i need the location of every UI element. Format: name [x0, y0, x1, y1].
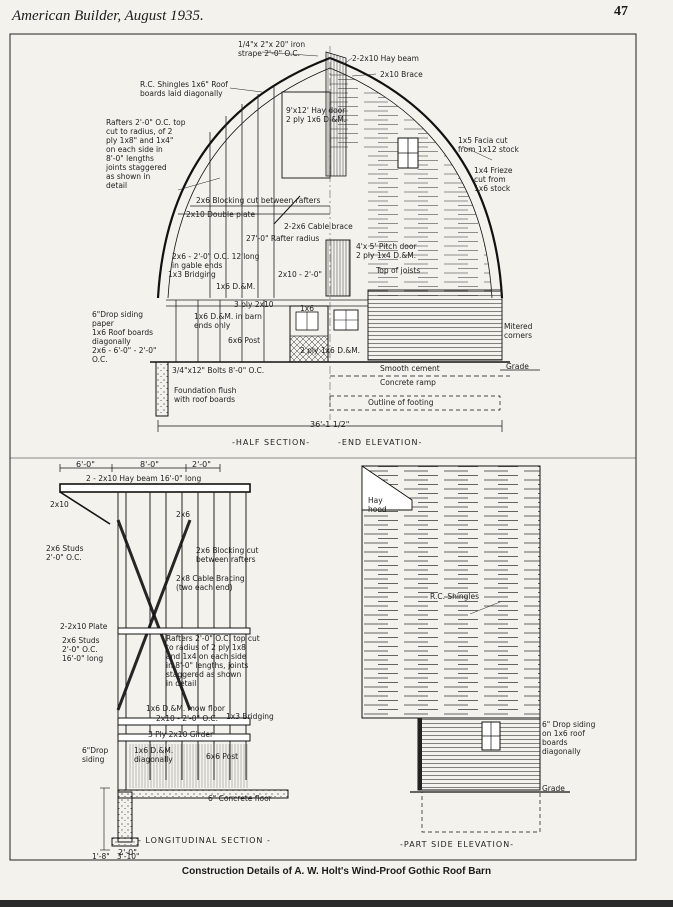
dim-eight-ft: 8'-0" [140, 460, 159, 469]
sheet-border [9, 33, 637, 861]
note-double-plate: 2x10 Double plate [186, 210, 256, 219]
note-three-ply: 3 ply 2x10 [234, 300, 274, 309]
note-gable-ends: 2x6 - 2'-0" O.C. 12'long in gable ends [172, 252, 260, 270]
end-elevation-drawing [150, 46, 540, 432]
note-cable-bracing: 2x8 Cable Bracing (two each end) [176, 574, 245, 592]
note-hay-hood: Hay hood [368, 496, 387, 514]
note-barn-ends: 1x6 D.&M. in barn ends only [194, 312, 262, 330]
note-rc-shingles: R.C. Shingles 1x6" Roof boards laid diag… [140, 80, 228, 98]
longitudinal-section-drawing [59, 464, 289, 851]
note-cable-brace: 2-2x6 Cable brace [284, 222, 353, 231]
note-pitch-door: 4'x 5' Pitch door 2 ply 1x4 D.&M. [356, 242, 417, 260]
page-number: 47 [614, 4, 628, 19]
title-part-side-elevation: -PART SIDE ELEVATION- [400, 840, 515, 849]
note-post: 6x6 Post [228, 336, 261, 345]
note-grade: Grade [506, 362, 529, 371]
note-frieze: 1x4 Frieze cut from 1x6 stock [474, 166, 513, 193]
note-mitered-corners: Mitered corners [504, 322, 533, 340]
note-side-drop-siding: 6" Drop siding on 1x6 roof boards diagon… [542, 720, 596, 756]
note-blocking: 2x6 Blocking cut between rafters [196, 196, 321, 205]
note-side-grade: Grade [542, 784, 565, 793]
note-vertical-dims: 1'-8" 3'-10" [92, 852, 140, 861]
note-long-joists: 2x10 - 2'-0" O.C. [156, 714, 218, 723]
note-hay-beam: 2-2x10 Hay beam [352, 54, 419, 63]
note-top-of-joists: Top of joists [376, 266, 421, 275]
note-foundation: Foundation flush with roof boards [174, 386, 237, 404]
note-mow-floor: 1x6 D.&M. mow floor [146, 704, 226, 713]
note-long-post: 6x6 Post [206, 752, 239, 761]
title-end-elevation: -END ELEVATION- [338, 438, 423, 447]
running-head: American Builder, August 1935. [12, 8, 204, 24]
note-plate: 2-2x10 Plate [60, 622, 108, 631]
note-two-ply: 2 ply 1x6 D.&M. [300, 346, 361, 355]
dim-two-ft: 2'-0" [192, 460, 211, 469]
note-side-rc-shingles: R.C. Shingles [430, 592, 480, 601]
dim-footing-width: 2'-0" [118, 848, 137, 857]
note-long-drop-siding: 6"Drop siding [82, 746, 109, 764]
title-longitudinal-section: - LONGITUDINAL SECTION - [138, 836, 271, 845]
note-long-rafters: Rafters 2'-0" O.C. top cut to radius of … [166, 634, 260, 688]
note-iron-strape: 1/4"x 2"x 20" iron strape 2'-0" O.C. [238, 40, 306, 58]
note-two-by-ten: 2x10 [50, 500, 69, 509]
dim-six-ft: 6'-0" [76, 460, 95, 469]
note-facia: 1x5 Facia cut from 1x12 stock [458, 136, 519, 154]
note-bridging: 1x3 Bridging [168, 270, 216, 279]
note-concrete-floor: 6" Concrete floor [208, 794, 272, 803]
note-two-by-six: 2x6 [176, 510, 190, 519]
note-dm: 1x6 D.&M. [216, 282, 256, 291]
note-rafters: Rafters 2'-0" O.C. top cut to radius, of… [106, 118, 186, 190]
note-long-bridging: 1x3 Bridging [226, 712, 274, 721]
dim-overall-width: 36'-1 1/2" [310, 420, 350, 429]
note-studs-long: 2x6 Studs 2'-0" O.C. 16'-0" long [62, 636, 104, 663]
note-smooth-cement: Smooth cement [380, 364, 440, 373]
note-rafter-radius: 27'-0" Rafter radius [246, 234, 320, 243]
note-long-hay-beam: 2 - 2x10 Hay beam 16'-0" long [86, 474, 202, 483]
note-drop-siding: 6"Drop siding paper 1x6 Roof boards diag… [92, 310, 157, 364]
note-concrete-ramp: Concrete ramp [380, 378, 436, 387]
note-studs: 2x6 Studs 2'-0" O.C. [46, 544, 84, 562]
note-brace: 2x10 Brace [380, 70, 423, 79]
note-bolts: 3/4"x12" Bolts 8'-0" O.C. [172, 366, 265, 375]
title-half-section: -HALF SECTION- [232, 438, 311, 447]
note-hay-door: 9'x12' Hay door 2 ply 1x6 D.&M. [286, 106, 347, 124]
note-outline-footing: Outline of footing [368, 398, 434, 407]
bottom-edge [0, 900, 673, 907]
note-diagonally: 1x6 D.&M. diagonally [134, 746, 174, 764]
figure-caption: Construction Details of A. W. Holt's Win… [181, 866, 492, 877]
side-elevation-drawing [361, 465, 570, 833]
note-joists: 2x10 - 2'-0" [278, 270, 322, 279]
note-one-by-six: 1x6 [300, 304, 314, 313]
note-long-blocking: 2x6 Blocking cut between rafters [196, 546, 259, 564]
note-girder: 3 Ply 2x10 Girder [148, 730, 214, 739]
